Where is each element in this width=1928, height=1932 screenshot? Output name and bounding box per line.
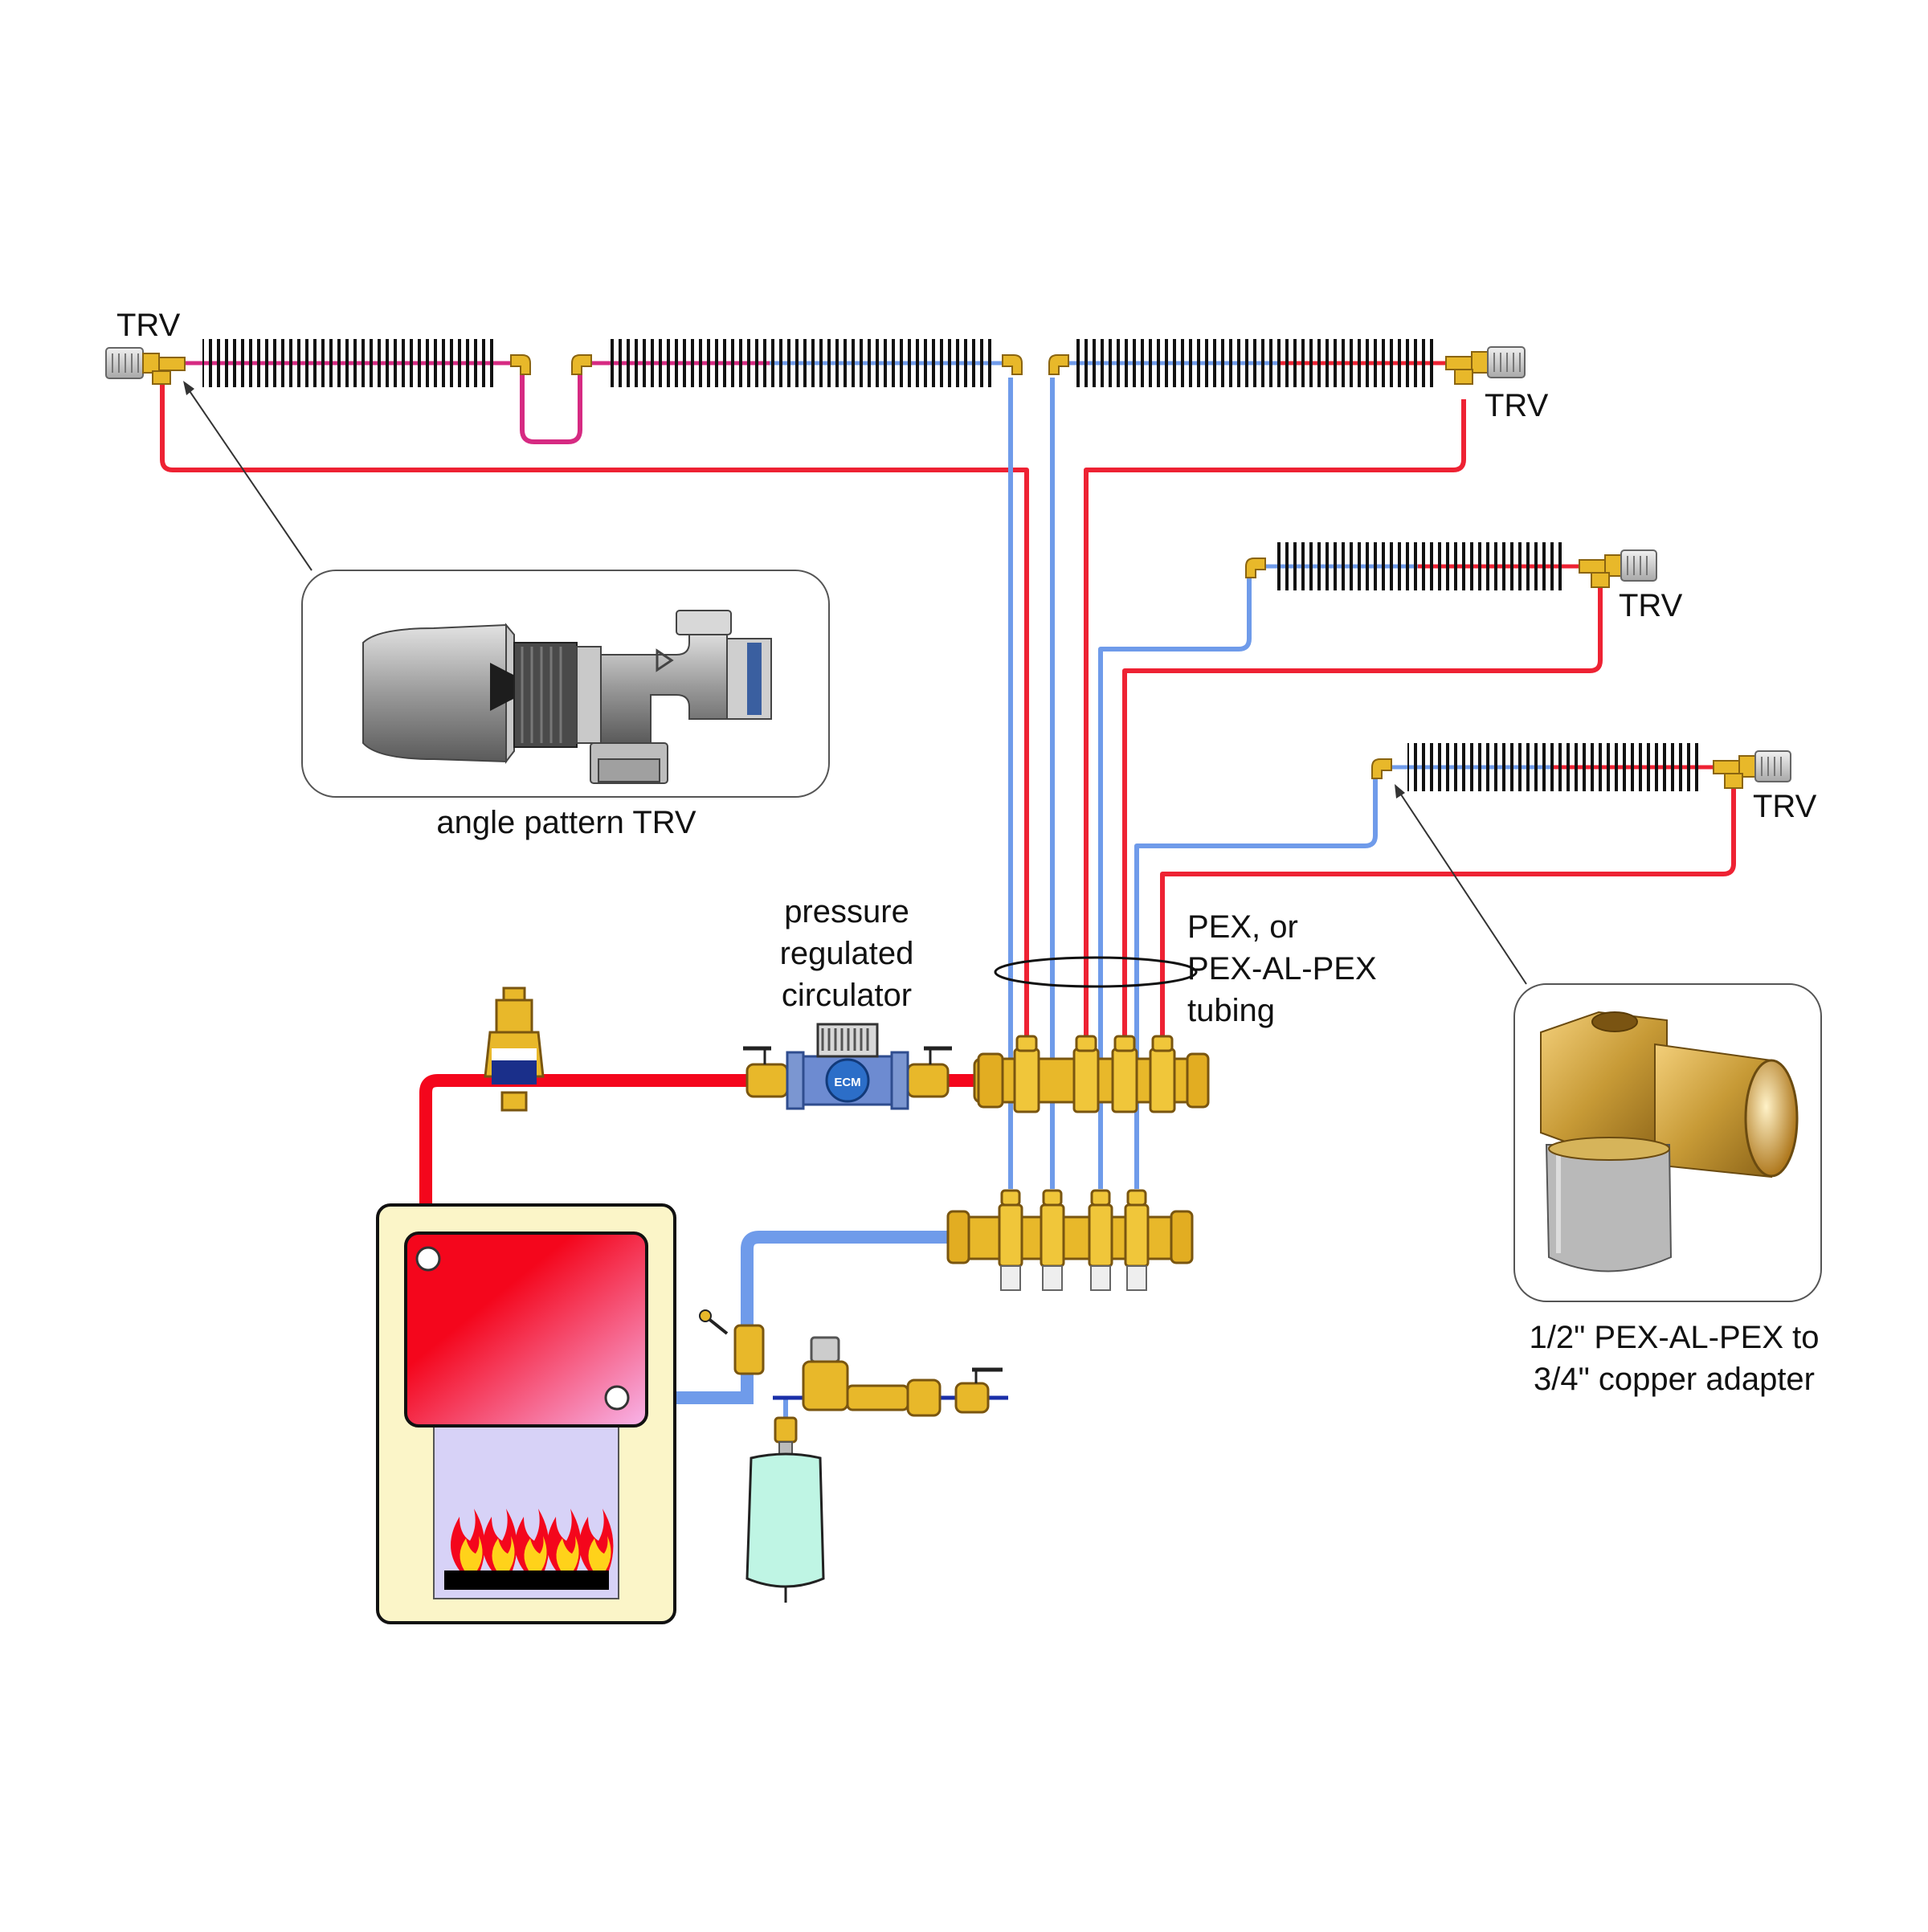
isolation-valve-icon bbox=[906, 1063, 950, 1098]
flame-icon bbox=[483, 1509, 517, 1571]
trv-lower bbox=[1713, 750, 1791, 789]
adapter-callout bbox=[1395, 784, 1822, 1302]
supply-tube-1 bbox=[160, 382, 1029, 1036]
baseboard-top-left-1 bbox=[183, 339, 514, 387]
trv-top-right bbox=[1445, 346, 1526, 385]
tubing-bundle-ellipse bbox=[994, 956, 1198, 988]
flame-icon bbox=[579, 1509, 614, 1571]
adapter-label-line2: 3/4" copper adapter bbox=[1534, 1362, 1815, 1397]
return-manifold bbox=[946, 1189, 1194, 1291]
elbow-icon bbox=[510, 354, 531, 375]
tubing-label-line1: PEX, or bbox=[1187, 909, 1298, 945]
ecm-badge bbox=[825, 1058, 870, 1103]
return-port-icon bbox=[604, 1385, 630, 1411]
trv-label-top-right: TRV bbox=[1485, 388, 1549, 423]
supply-piping bbox=[160, 382, 1736, 1036]
trv-label-middle: TRV bbox=[1619, 588, 1683, 623]
heat-exchanger bbox=[404, 1231, 648, 1428]
flame-icon bbox=[451, 1509, 485, 1571]
elbow-icon bbox=[1048, 354, 1069, 375]
flame-icon bbox=[547, 1509, 582, 1571]
baseboard-top-right bbox=[1060, 339, 1446, 387]
angle-trv-caption: angle pattern TRV bbox=[436, 805, 696, 840]
baseboard-middle bbox=[1257, 542, 1579, 590]
jumper-loop bbox=[520, 363, 582, 444]
adapter-label-line1: 1/2" PEX-AL-PEX to bbox=[1529, 1320, 1819, 1355]
burner-bar bbox=[444, 1571, 609, 1590]
tubing-label-line3: tubing bbox=[1187, 993, 1275, 1028]
pressure-reducing-valve bbox=[802, 1336, 1003, 1417]
adapter-illustration bbox=[1540, 1011, 1799, 1272]
trv-label-top-left: TRV bbox=[116, 308, 181, 343]
flame-icon bbox=[515, 1509, 549, 1571]
supply-port-icon bbox=[415, 1246, 441, 1272]
angle-trv-illustration bbox=[362, 610, 772, 784]
elbow-fittings bbox=[510, 354, 1392, 779]
expansion-tank bbox=[745, 1416, 825, 1603]
baseboard-top-left-2 bbox=[582, 339, 1004, 387]
burner-flames bbox=[451, 1509, 614, 1571]
trv-head-icon bbox=[1754, 750, 1791, 782]
circulator-label-line2: regulated bbox=[780, 936, 914, 971]
trv-head-icon bbox=[1620, 549, 1657, 582]
balancing-valve-icons bbox=[1000, 1265, 1147, 1291]
tubing-label-line2: PEX-AL-PEX bbox=[1187, 951, 1377, 986]
elbow-icon bbox=[1002, 354, 1023, 375]
return-tube-3 bbox=[1098, 573, 1252, 1189]
trv-middle bbox=[1579, 549, 1657, 588]
trv-label-lower: TRV bbox=[1753, 789, 1817, 824]
elbow-icon bbox=[1371, 758, 1392, 779]
isolation-valve-icon bbox=[745, 1063, 789, 1098]
angle-trv-callout bbox=[183, 381, 830, 798]
circulator-label-line3: circulator bbox=[782, 978, 912, 1013]
boiler bbox=[376, 1203, 676, 1624]
purge-valve bbox=[699, 1309, 765, 1375]
supply-manifold bbox=[973, 1035, 1210, 1113]
circulator-label-line1: pressure bbox=[784, 894, 909, 929]
boiler-supply-main bbox=[419, 1074, 988, 1237]
return-tube-4 bbox=[1134, 774, 1378, 1189]
baseboard-lower bbox=[1383, 743, 1715, 791]
boiler-return-main bbox=[611, 1231, 960, 1404]
air-separator bbox=[484, 986, 545, 1112]
supply-tube-2 bbox=[1084, 399, 1466, 1036]
elbow-icon bbox=[571, 354, 592, 375]
supply-tube-3 bbox=[1122, 577, 1603, 1036]
supply-tube-4 bbox=[1160, 774, 1736, 1036]
flow-arrow-icon bbox=[656, 648, 674, 672]
return-piping bbox=[1008, 378, 1378, 1189]
elbow-icon bbox=[1245, 558, 1266, 578]
ecm-badge-text: ECM bbox=[834, 1076, 860, 1089]
trv-top-left bbox=[105, 347, 186, 385]
circulator-pump: ECM bbox=[743, 1023, 952, 1110]
